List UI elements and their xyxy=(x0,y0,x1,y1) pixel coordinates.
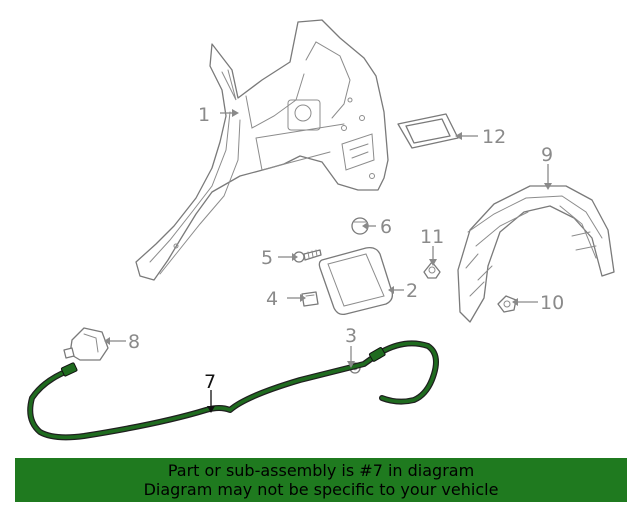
callout-10: 10 xyxy=(540,292,564,314)
callout-8: 8 xyxy=(128,331,140,353)
callout-11: 11 xyxy=(420,226,444,248)
banner-line-2: Diagram may not be specific to your vehi… xyxy=(143,480,499,499)
wheel-liner-part-9 xyxy=(457,185,615,323)
callout-3: 3 xyxy=(345,325,357,347)
release-cable-part-7[interactable] xyxy=(27,340,439,441)
callout-6: 6 xyxy=(380,216,392,238)
callout-1: 1 xyxy=(198,104,210,126)
callout-9: 9 xyxy=(541,144,553,166)
fuel-door-part-2 xyxy=(318,246,394,316)
callout-5: 5 xyxy=(261,247,273,269)
fuel-door-frame-part-12 xyxy=(397,113,459,149)
info-banner: Part or sub-assembly is #7 in diagram Di… xyxy=(15,458,627,502)
callout-7: 7 xyxy=(204,371,216,393)
callout-2: 2 xyxy=(406,280,418,302)
callout-4: 4 xyxy=(266,288,278,310)
grommet-part-11 xyxy=(423,261,441,279)
clip-part-4 xyxy=(301,291,319,307)
banner-line-1: Part or sub-assembly is #7 in diagram xyxy=(167,461,475,480)
callout-12: 12 xyxy=(482,126,506,148)
screw-part-5 xyxy=(293,249,322,263)
cap-part-6 xyxy=(351,217,369,235)
quarter-panel-part-1 xyxy=(135,19,389,281)
clip-part-10 xyxy=(497,295,517,313)
bracket-part-8 xyxy=(63,327,109,361)
parts-diagram: 1 12 9 6 11 5 4 2 10 8 3 7 xyxy=(27,19,615,441)
